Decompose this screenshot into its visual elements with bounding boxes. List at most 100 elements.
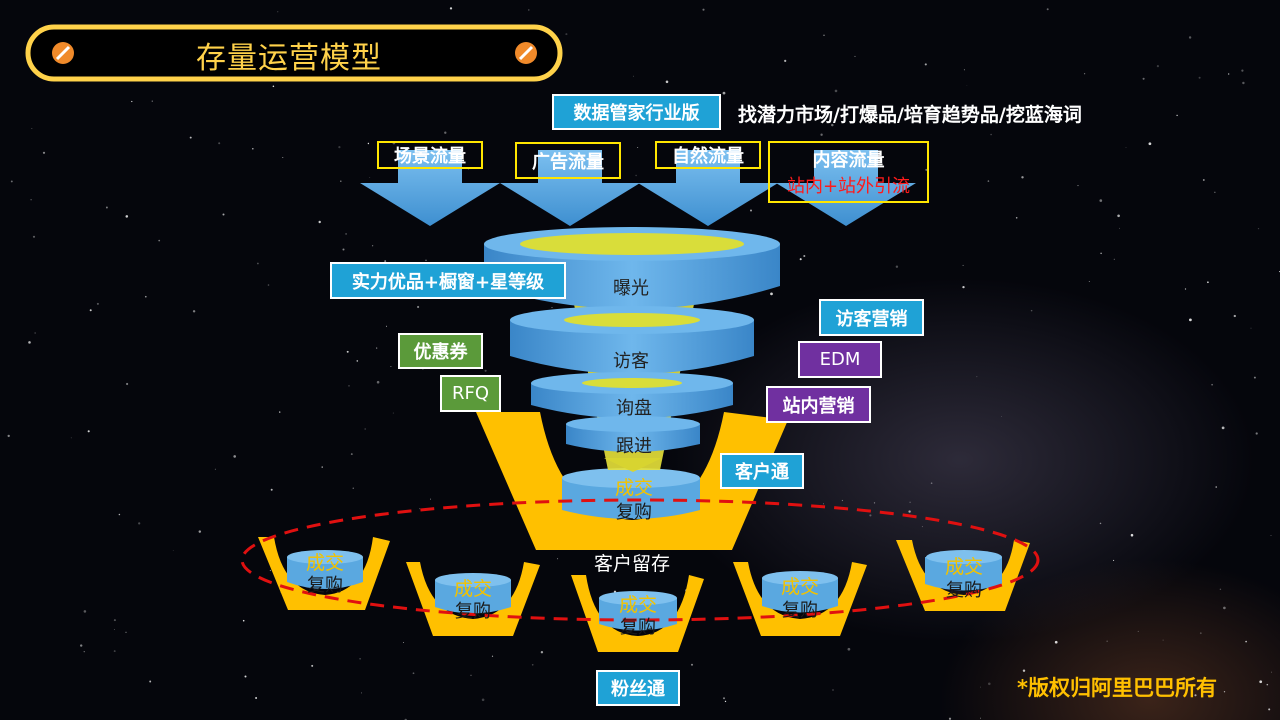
star: [222, 213, 225, 216]
star: [1100, 252, 1102, 255]
bucket-5-deal: 成交: [944, 556, 984, 578]
star: [930, 482, 933, 485]
star: [242, 619, 245, 622]
star: [1077, 185, 1079, 187]
star: [192, 310, 196, 313]
star: [702, 8, 705, 11]
star: [1271, 671, 1272, 673]
star: [1083, 73, 1086, 75]
small-bucket-3: [571, 575, 704, 652]
star: [948, 717, 952, 720]
star: [831, 123, 834, 127]
star: [403, 641, 404, 643]
star: [7, 434, 10, 438]
star: [909, 501, 911, 504]
star: [1211, 383, 1213, 386]
data-butler-desc: 找潜力市场/打爆品/培育趋势品/挖蓝海词: [738, 104, 1082, 126]
star: [1223, 606, 1226, 610]
star: [1015, 217, 1018, 219]
star: [1245, 640, 1247, 643]
small-bucket-5: [896, 540, 1030, 611]
star: [1194, 694, 1197, 697]
star: [749, 209, 753, 212]
star: [988, 682, 991, 686]
star: [484, 369, 487, 372]
star: [990, 133, 992, 136]
star: [1142, 77, 1145, 80]
star: [1257, 227, 1260, 230]
arrow-natural: [638, 150, 778, 226]
star: [632, 75, 634, 77]
star: [89, 309, 92, 312]
star: [118, 513, 121, 516]
bucket-1-deal: 成交: [305, 552, 345, 574]
star: [820, 133, 823, 136]
traffic-natural: 自然流量: [655, 141, 761, 169]
star: [531, 663, 534, 666]
stage-visitor: 访客: [613, 351, 649, 372]
star: [255, 697, 258, 699]
star: [113, 629, 115, 630]
star: [1119, 227, 1120, 229]
star: [257, 262, 259, 265]
star: [390, 365, 392, 368]
star: [986, 105, 989, 108]
star: [356, 360, 359, 362]
star: [364, 428, 367, 430]
star: [1021, 176, 1024, 179]
star: [1162, 639, 1164, 641]
traffic-ad: 广告流量: [515, 142, 621, 179]
star: [279, 411, 281, 413]
tool-quality-products: 实力优品+橱窗+星等级: [330, 262, 566, 299]
star: [1148, 142, 1152, 146]
star: [270, 488, 273, 491]
star: [925, 168, 928, 171]
star: [770, 292, 773, 296]
bucket-4-rebuy: 复购: [782, 600, 818, 621]
data-butler-tool: 数据管家行业版: [552, 94, 721, 130]
tool-fans-pass: 粉丝通: [596, 670, 680, 706]
star: [1223, 691, 1226, 693]
star: [1242, 81, 1245, 85]
pill-icon-right: [515, 42, 537, 64]
tool-edm: EDM: [798, 341, 882, 378]
star: [31, 127, 33, 129]
big-bucket: [476, 412, 788, 550]
funnel-ring-followup: [566, 416, 700, 452]
pill-icon-left: [52, 42, 74, 64]
small-buckets: [258, 537, 1030, 652]
star: [113, 650, 116, 653]
star: [34, 332, 36, 334]
star: [1214, 191, 1216, 193]
tool-customer-pass: 客户通: [720, 453, 804, 489]
star: [869, 514, 872, 517]
star: [908, 510, 911, 513]
star: [367, 142, 370, 145]
star: [352, 487, 354, 489]
content-traffic-sub: 站内+站外引流: [786, 176, 911, 197]
star: [348, 385, 350, 387]
star: [311, 664, 314, 667]
star: [690, 663, 694, 666]
rebuy-label: 复购: [616, 502, 652, 523]
star: [376, 380, 380, 384]
star: [1156, 65, 1159, 68]
star: [113, 619, 116, 622]
star: [1228, 73, 1230, 75]
star: [847, 647, 851, 651]
star: [429, 498, 432, 500]
star: [244, 675, 247, 678]
traffic-scene: 场景流量: [377, 141, 483, 169]
star: [635, 174, 637, 177]
star: [841, 499, 843, 502]
traffic-arrows: [360, 150, 916, 226]
star: [218, 142, 221, 145]
star: [1189, 318, 1192, 322]
star: [799, 258, 802, 261]
star: [1219, 588, 1222, 591]
star: [895, 265, 899, 268]
retention-label: 客户留存: [594, 553, 671, 575]
star: [83, 610, 87, 613]
star: [80, 644, 83, 647]
